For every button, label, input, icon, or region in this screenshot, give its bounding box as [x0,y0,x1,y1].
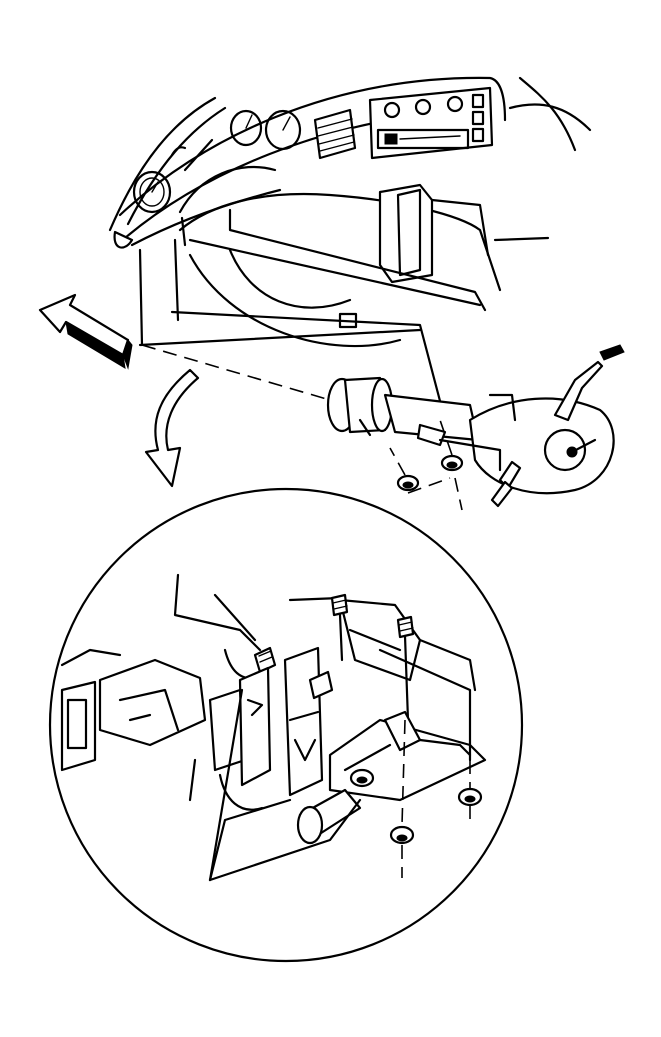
radio-control-panel [368,86,494,160]
column-nut-detail-right [457,787,483,807]
detail-view [48,487,524,963]
column-nut-detail-center [389,825,415,845]
stud-center-icon [308,670,334,700]
gauge-left-icon [132,170,172,214]
stud-left-icon [253,646,277,674]
steering-wheel-hub [468,397,615,495]
column-nut-upper-left [396,474,420,492]
speedometer-icon [229,109,263,147]
stud-top-right-icon [396,615,415,639]
column-nut-detail-left [349,768,375,788]
stud-top-left-icon [330,593,349,617]
column-nut-upper-right [440,454,464,472]
center-console [378,183,434,284]
tachometer-icon [264,109,302,151]
turn-signal-lever [553,360,604,422]
rearward-arrow-icon [38,293,133,370]
air-vent-icon [313,108,357,160]
steering-column [141,344,625,508]
instrument-panel [108,76,592,422]
detail-callout-arrow-icon [144,368,200,488]
